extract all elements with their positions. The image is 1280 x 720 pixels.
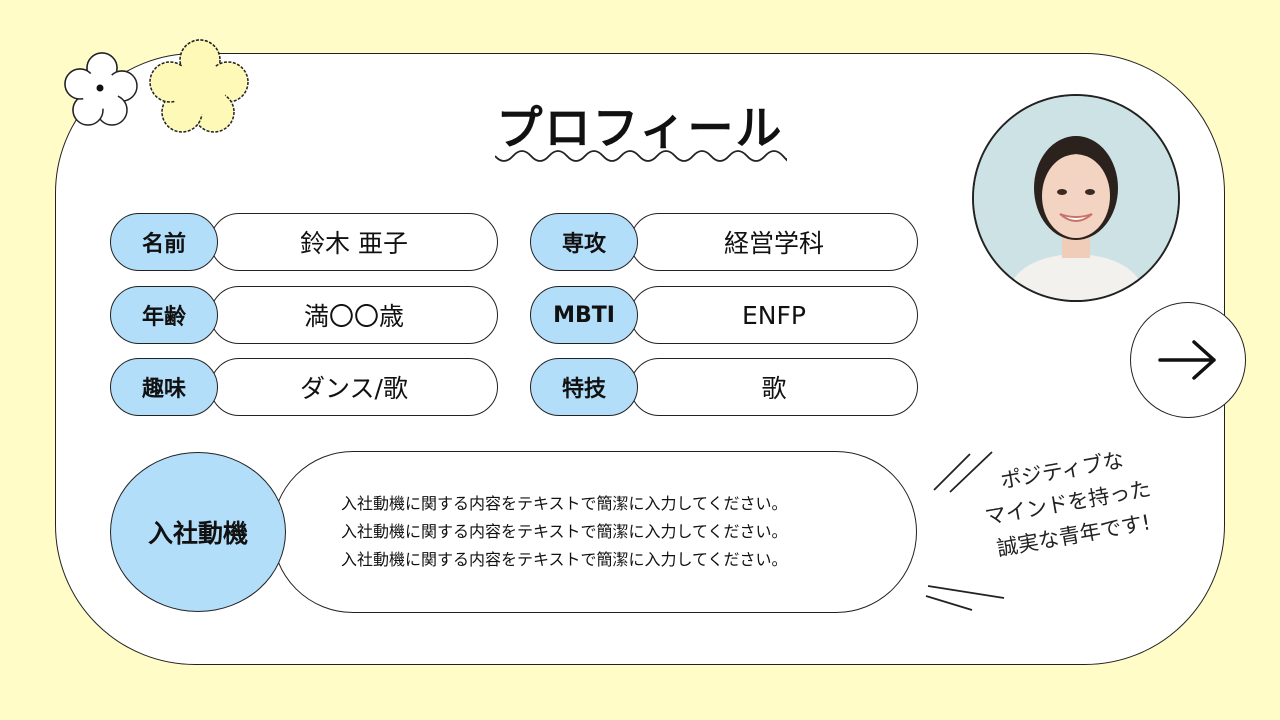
field-label: MBTI: [530, 286, 638, 344]
field-value: 満〇〇歳: [210, 286, 498, 344]
field-skill: 歌 特技: [530, 358, 918, 416]
avatar: [972, 94, 1180, 302]
field-name: 鈴木 亜子 名前: [110, 213, 498, 271]
field-mbti: ENFP MBTI: [530, 286, 918, 344]
accent-lines-icon: [925, 585, 1005, 611]
next-button[interactable]: [1130, 302, 1246, 418]
person-portrait-icon: [974, 96, 1178, 300]
motive-text-box: 入社動機に関する内容をテキストで簡潔に入力してください。 入社動機に関する内容を…: [272, 451, 917, 613]
arrow-right-icon: [1158, 340, 1216, 380]
field-hobby: ダンス/歌 趣味: [110, 358, 498, 416]
field-label: 年齢: [110, 286, 218, 344]
field-value: ENFP: [630, 286, 918, 344]
field-label: 専攻: [530, 213, 638, 271]
field-label: 名前: [110, 213, 218, 271]
field-label: 特技: [530, 358, 638, 416]
page-title: プロフィール: [496, 101, 784, 155]
motive-line: 入社動機に関する内容をテキストで簡潔に入力してください。: [341, 550, 788, 569]
accent-lines-icon: [933, 451, 993, 493]
field-value: 歌: [630, 358, 918, 416]
wavy-underline: [495, 150, 787, 162]
field-age: 満〇〇歳 年齢: [110, 286, 498, 344]
field-value: 鈴木 亜子: [210, 213, 498, 271]
yellow-flower-icon: [149, 39, 249, 133]
motive-line: 入社動機に関する内容をテキストで簡潔に入力してください。: [341, 522, 788, 541]
field-value: 経営学科: [630, 213, 918, 271]
field-value: ダンス/歌: [210, 358, 498, 416]
white-flower-icon: [64, 52, 138, 126]
field-label: 趣味: [110, 358, 218, 416]
motive-label: 入社動機: [110, 452, 286, 612]
field-major: 経営学科 専攻: [530, 213, 918, 271]
motive-line: 入社動機に関する内容をテキストで簡潔に入力してください。: [341, 494, 788, 513]
